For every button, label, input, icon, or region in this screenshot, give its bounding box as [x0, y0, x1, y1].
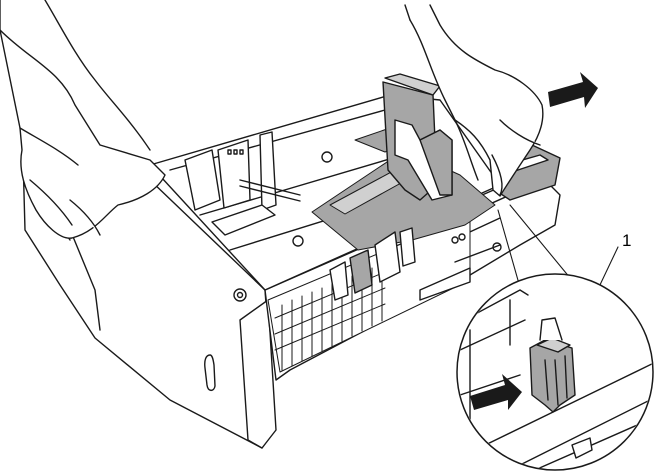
callout-number-1: 1 [622, 231, 632, 250]
guide-latch [329, 227, 416, 301]
paper-tray [21, 73, 561, 449]
arrow-right-icon [470, 374, 522, 410]
tray-ribs [267, 214, 471, 373]
left-hand-icon [0, 0, 166, 239]
right-hand-icon [404, 4, 544, 197]
detail-inset [456, 273, 654, 471]
arrow-right-icon [548, 72, 598, 108]
